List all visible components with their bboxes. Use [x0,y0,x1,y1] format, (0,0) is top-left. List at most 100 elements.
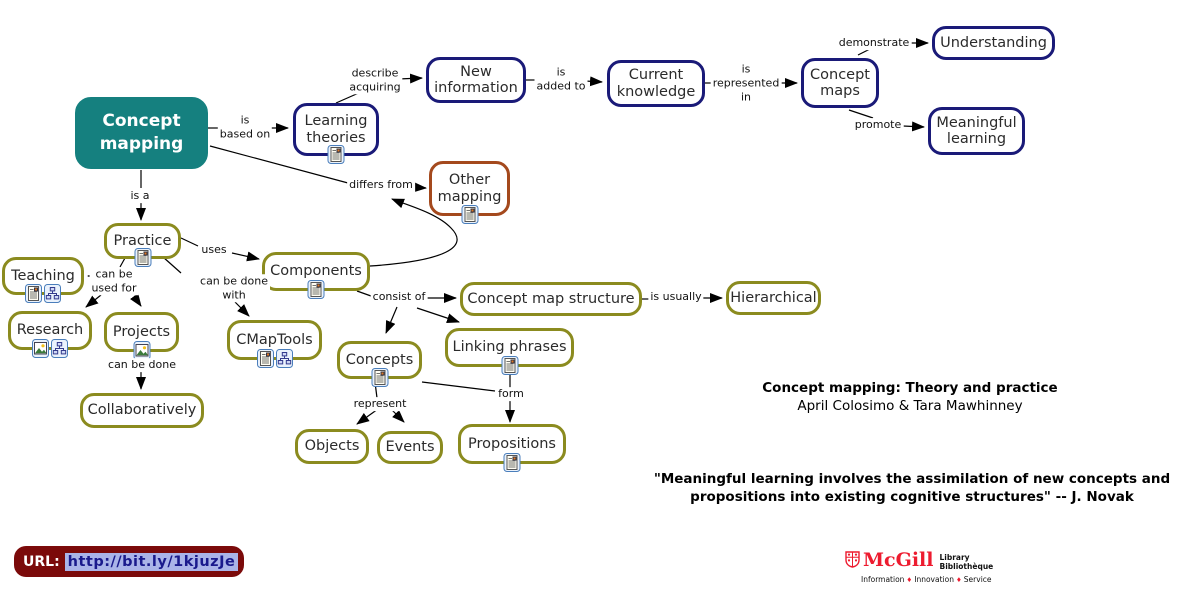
resource-icons [503,453,521,472]
resource-icons [133,341,150,360]
node-events[interactable]: Events [377,431,443,464]
link-label-form: form [496,387,526,401]
link-label-uses: uses [199,243,229,257]
url-label: URL: [23,553,60,570]
node-label: New information [434,63,518,96]
link-label-is-based-on: is based on [217,113,273,141]
cmap-icon[interactable] [44,284,61,303]
resource-icons [25,284,61,303]
node-label: Research [16,322,84,339]
node-label: Other mapping [437,172,502,205]
document-icon[interactable] [256,349,274,368]
resource-icons [461,205,478,224]
node-label: Meaningful learning [936,114,1017,147]
node-label: Projects [112,323,171,340]
node-label: Concept mapping [99,111,184,154]
cmap-icon[interactable] [51,339,68,358]
node-linking-phrases[interactable]: Linking phrases [445,328,574,375]
node-cmaptools[interactable]: CMapTools [227,320,322,368]
node-other-mapping[interactable]: Other mapping [429,161,510,224]
node-current-knowledge[interactable]: Current knowledge [607,60,705,107]
node-understanding[interactable]: Understanding [932,26,1055,60]
link-label-can-be-used-for: can be used for [89,267,139,295]
cmap-icon[interactable] [275,349,293,368]
node-label: Concept maps [810,66,870,99]
document-icon[interactable] [371,368,388,387]
node-practice[interactable]: Practice [104,223,181,267]
link-label-can-be-done: can be done [106,358,178,372]
link-label-demonstrate: demonstrate [836,36,912,50]
node-label: Understanding [940,34,1047,51]
tagline-word: Information [861,574,905,584]
node-hierarchical[interactable]: Hierarchical [726,281,821,315]
node-concept-mapping[interactable]: Concept mapping [75,97,208,169]
document-icon[interactable] [134,248,151,267]
resource-icons [371,368,388,387]
novak-quote: "Meaningful learning involves the assimi… [653,471,1171,505]
node-concept-map-structure[interactable]: Concept map structure [460,282,642,316]
resource-icons [256,349,293,368]
mcgill-tagline: Information♦Innovation♦Service [845,574,992,584]
resource-icons [134,248,151,267]
resource-icons [32,339,68,358]
diamond-icon: ♦ [955,575,962,584]
node-label: Objects [304,438,360,455]
mcgill-unit-line2: Bibliothèque [939,562,994,572]
image-icon[interactable] [133,341,150,360]
node-label: Linking phrases [452,339,567,356]
node-research[interactable]: Research [8,311,92,358]
node-label: Events [385,439,435,456]
document-icon[interactable] [25,284,42,303]
document-icon[interactable] [501,356,518,375]
node-label: Propositions [468,435,556,452]
node-label: Learning theories [304,113,368,146]
link-label-represent: represent [351,397,409,411]
link-label-promote: promote [852,118,904,132]
node-projects[interactable]: Projects [104,312,179,360]
link-label-is-added-to: is added to [534,65,588,93]
mcgill-wordmark: McGill [863,549,934,571]
url-bar: URL: http://bit.ly/1kjuzJe [14,546,244,577]
node-objects[interactable]: Objects [295,429,369,464]
link-label-is-usually: is usually [648,290,704,304]
node-concepts[interactable]: Concepts [337,341,422,387]
tagline-word: Innovation [914,574,954,584]
document-icon[interactable] [503,453,521,472]
map-title-block: Concept mapping: Theory and practice Apr… [640,379,1180,415]
resource-icons [327,145,345,164]
node-collaboratively[interactable]: Collaboratively [80,393,204,428]
node-new-information[interactable]: New information [426,57,526,103]
node-label: Practice [113,232,172,249]
node-label: Concept map structure [467,290,635,307]
image-icon[interactable] [32,339,49,358]
node-learning-theories[interactable]: Learning theories [293,103,379,164]
node-meaningful-learning[interactable]: Meaningful learning [928,107,1025,155]
node-label: Concepts [345,351,414,368]
map-authors: April Colosimo & Tara Mawhinney [797,398,1023,415]
link-label-differs-from: differs from [347,178,415,192]
link-label-consist-of: consist of [370,290,428,304]
tagline-word: Service [963,574,992,584]
link-label-is-a: is a [128,189,152,203]
node-concept-maps[interactable]: Concept maps [801,58,879,108]
diamond-icon: ♦ [906,575,913,584]
resource-icons [501,356,518,375]
node-teaching[interactable]: Teaching [2,257,84,303]
mcgill-shield-icon [845,551,860,568]
link-label-describe-acquiring: describe acquiring [347,66,403,94]
node-label: Components [270,263,362,280]
url-link[interactable]: http://bit.ly/1kjuzJe [64,552,239,571]
link-label-can-be-done-with: can be done with [198,274,270,302]
mcgill-unit-line1: Library [939,553,970,562]
link-label-is-represented-in: is represented in [710,62,782,104]
document-icon[interactable] [461,205,478,224]
document-icon[interactable] [307,280,325,299]
resource-icons [307,280,325,299]
document-icon[interactable] [327,145,345,164]
map-title: Concept mapping: Theory and practice [762,380,1058,396]
node-components[interactable]: Components [262,252,370,299]
node-label: Teaching [11,267,75,284]
node-label: Hierarchical [730,289,817,306]
node-propositions[interactable]: Propositions [458,424,566,472]
